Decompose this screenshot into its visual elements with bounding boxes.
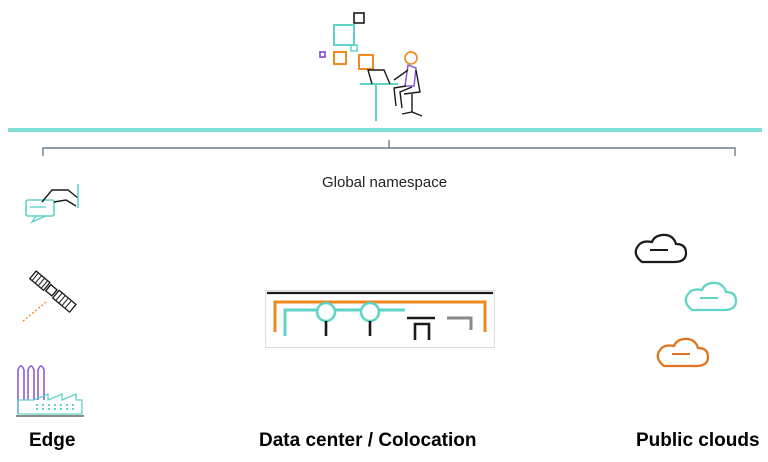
namespace-bracket bbox=[42, 140, 736, 156]
global-namespace-label: Global namespace bbox=[322, 174, 448, 191]
cloud-icon bbox=[634, 233, 688, 264]
person-at-desk-icon bbox=[319, 12, 423, 121]
satellite-icon bbox=[21, 270, 77, 323]
top-divider bbox=[8, 128, 762, 132]
public-clouds-label: Public clouds bbox=[636, 430, 760, 451]
datacenter-icon bbox=[265, 290, 495, 348]
cloud-icon bbox=[684, 281, 738, 312]
factory-icon bbox=[16, 365, 84, 417]
cloud-icon bbox=[656, 337, 710, 368]
datacenter-label: Data center / Colocation bbox=[259, 430, 477, 451]
edge-label: Edge bbox=[29, 430, 76, 451]
hand-card-icon bbox=[25, 184, 79, 224]
